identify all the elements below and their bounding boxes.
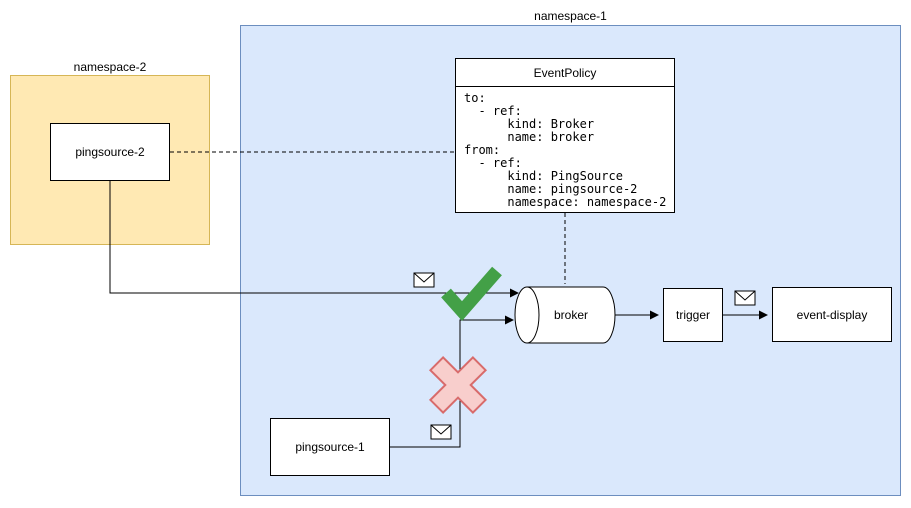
node-event-display: event-display <box>772 287 892 342</box>
connector-pingsource2-to-broker <box>109 181 519 298</box>
node-pingsource-2: pingsource-2 <box>50 123 170 181</box>
namespace-1-label: namespace-1 <box>534 9 607 23</box>
node-pingsource-1: pingsource-1 <box>270 418 390 476</box>
event-policy-card: EventPolicy to: - ref: kind: Broker name… <box>455 58 675 213</box>
envelope-icon <box>413 272 435 288</box>
broker-label: broker <box>553 308 588 322</box>
event-policy-title: EventPolicy <box>456 59 674 87</box>
envelope-icon <box>430 424 452 440</box>
envelope-icon <box>734 290 756 306</box>
broker-cylinder <box>514 286 616 344</box>
trigger-label: trigger <box>675 308 710 322</box>
node-trigger: trigger <box>663 288 723 342</box>
pingsource-2-label: pingsource-2 <box>75 145 145 159</box>
namespace-2-label: namespace-2 <box>73 60 147 74</box>
cross-icon <box>428 355 488 415</box>
event-display-label: event-display <box>796 307 868 322</box>
event-policy-yaml: to: - ref: kind: Broker name: broker fro… <box>464 91 667 209</box>
namespace-1-container <box>240 25 901 496</box>
check-icon <box>441 266 502 321</box>
pingsource-1-label: pingsource-1 <box>295 440 365 454</box>
